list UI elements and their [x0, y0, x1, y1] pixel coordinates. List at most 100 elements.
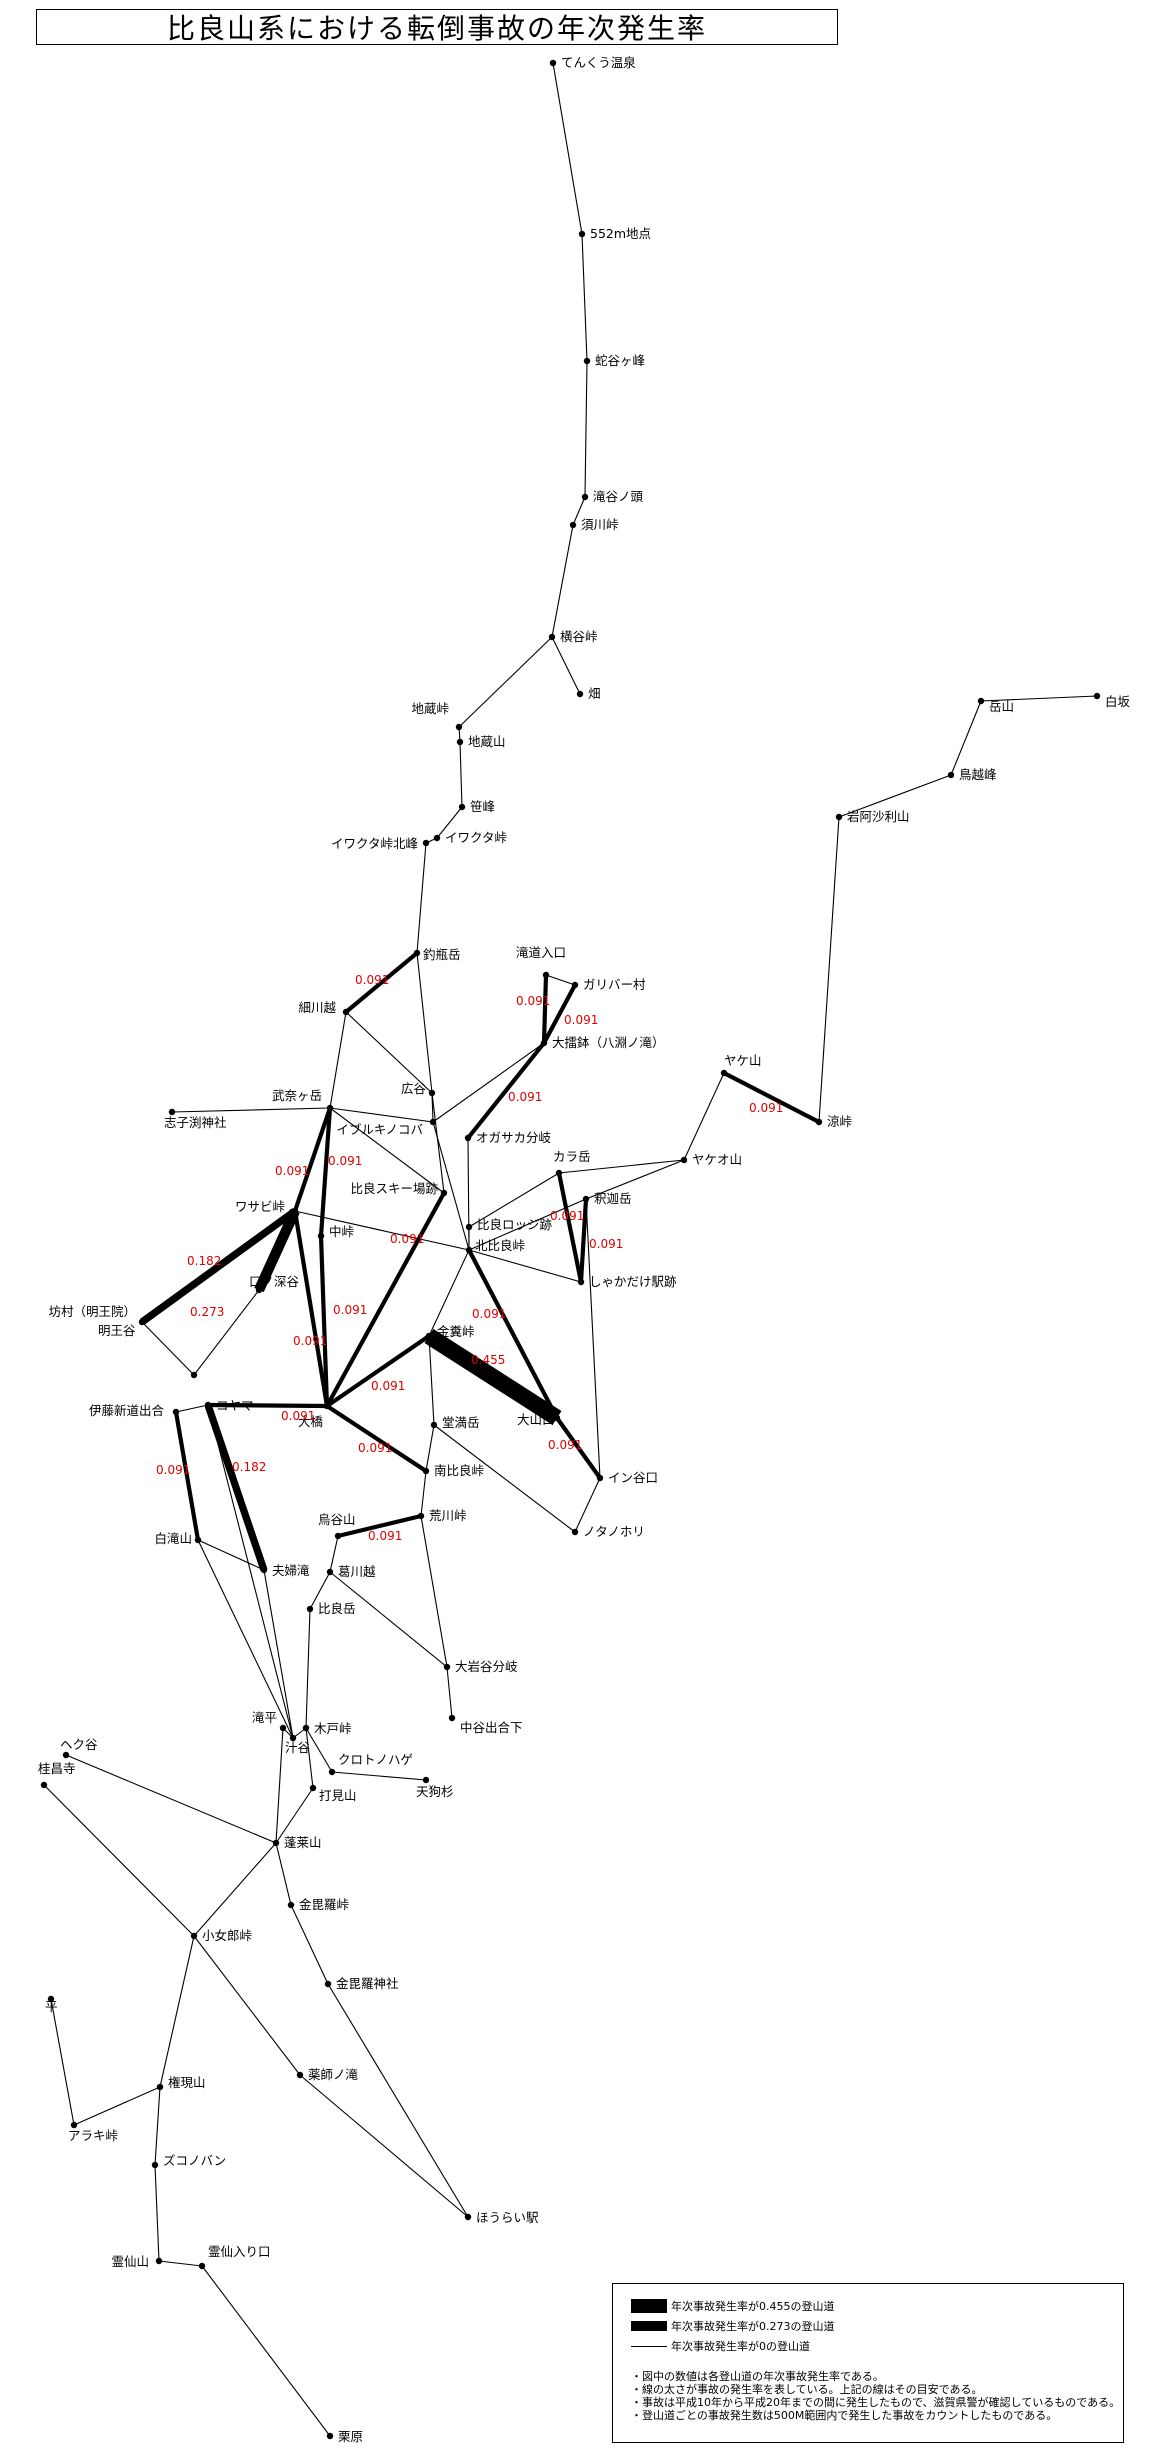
trail-edge-konpiratoge-konpirajinja — [290, 1904, 329, 1985]
node-dot-tenguse — [422, 1776, 430, 1784]
node-dot-torigoe — [947, 771, 955, 779]
node-label-kojorou: 小女郎峠 — [202, 1928, 252, 1943]
rate-label-tsurube-hosokawa: 0.091 — [355, 973, 389, 987]
node-dot-karadake — [555, 1169, 563, 1177]
trail-edge-buna-ibuki — [329, 1107, 434, 1123]
trail-edge-wasabi-kuchifuka — [254, 1208, 300, 1293]
trail-edge-zukopan-ryozensan — [154, 2164, 160, 2262]
rate-label-dainiwa-minamihira: 0.091 — [358, 1441, 392, 1455]
node-label-hiradake: 比良岳 — [318, 1601, 356, 1616]
trail-edge-jizoyama-sasamine — [459, 741, 463, 808]
node-label-takiyanokashira: 滝谷ノ頭 — [593, 489, 644, 504]
trail-edge-wasabi-kitahira — [294, 1210, 470, 1251]
trail-edge-toridani-kuzugawa — [329, 1535, 339, 1573]
trail-edge-bomura-myoo — [141, 1321, 195, 1376]
node-dot-dainiwa — [323, 1402, 331, 1410]
trail-edge-toridani-arakawatoge — [337, 1513, 422, 1539]
rate-label-buna-wasabi: 0.091 — [275, 1164, 309, 1178]
node-dot-inotaniguchi — [596, 1474, 604, 1482]
rate-label-oyamaguchi-inotaniguchi: 0.091 — [548, 1438, 582, 1452]
node-label-toridani: 烏谷山 — [318, 1512, 356, 1527]
node-dot-nakatoge — [317, 1232, 325, 1240]
node-dot-ogasaka — [464, 1134, 472, 1142]
trail-edge-dainiwa-minamihira — [325, 1404, 428, 1473]
trail-edge-yakeyama-yakeoyama — [683, 1072, 725, 1161]
trail-edge-torigoe-iwaasari — [838, 774, 952, 818]
node-dot-bomura — [138, 1318, 146, 1326]
node-dot-wasabi — [291, 1207, 299, 1215]
node-dot-shiratakiyama — [194, 1536, 202, 1544]
node-label-fufudaki: 夫婦滝 — [272, 1563, 310, 1578]
trail-edge-konpirajinja-horaieki — [327, 1983, 469, 2218]
node-dot-p552 — [578, 230, 586, 238]
trail-edge-iwakutakita-tsurube — [416, 842, 427, 954]
trail-edge-karadake-hiralodge — [468, 1172, 560, 1228]
rate-label-ohchi-ogasaka: 0.091 — [508, 1090, 542, 1104]
trail-edge-dakeyama-torigoe — [950, 700, 982, 776]
node-label-shiratakiyama: 白滝山 — [154, 1531, 192, 1546]
node-dot-gongen — [156, 2083, 164, 2091]
trail-edge-oiwaya-nakadani — [446, 1666, 453, 1719]
legend-line-swatch — [631, 2321, 667, 2331]
trail-edge-hiraski-dainiwa — [325, 1191, 446, 1408]
node-dot-fufudaki — [260, 1566, 268, 1574]
node-label-itofork: 伊藤新道出合 — [89, 1403, 165, 1418]
node-dot-hirotani — [428, 1089, 436, 1097]
trail-edge-hosokawa-buna — [329, 1011, 347, 1109]
trail-edge-horaisan-konpiratoge — [275, 1842, 292, 1906]
rate-label-itofork-shiratakiyama: 0.091 — [156, 1463, 190, 1477]
node-dot-yakushi — [296, 2071, 304, 2079]
trail-edge-yokotani-hata — [551, 636, 581, 695]
trail-edge-hosokawa-hirotani — [345, 1011, 433, 1094]
node-label-kurihara: 栗原 — [338, 2429, 363, 2444]
trail-edge-hebidani-takiyanokashira — [584, 360, 588, 498]
node-dot-kurotonohage — [328, 1768, 336, 1776]
node-dot-horaisan — [272, 1839, 280, 1847]
node-label-gulliver: ガリバー村 — [583, 977, 646, 992]
node-label-kinun: 金糞峠 — [437, 1324, 475, 1339]
node-label-shirasaka: 白坂 — [1105, 694, 1131, 709]
node-dot-ibuki — [429, 1118, 437, 1126]
trail-edge-kitahira-shakaeki — [468, 1249, 582, 1283]
node-label-inotaniguchi: イン谷口 — [608, 1470, 658, 1485]
trail-edge-wasabi-dainiwa — [292, 1210, 330, 1407]
trail-edge-gulliver-ohchi — [542, 984, 577, 1044]
node-label-shakaeki: しゃかだけ駅跡 — [589, 1274, 677, 1289]
legend-note: ・登山道ごとの事故発生数は500M範囲内で発生した事故をカウントしたものである。 — [631, 2409, 1058, 2422]
node-label-hekudani: ヘク谷 — [60, 1737, 98, 1752]
trail-edge-arakitoge-gongen — [73, 2086, 161, 2126]
node-dot-tenkura — [549, 59, 557, 67]
node-dot-jizoyama — [456, 738, 464, 746]
node-dot-yakeoyama — [680, 1156, 688, 1164]
diagram-title: 比良山系における転倒事故の年次発生率 — [36, 9, 838, 45]
node-label-takihira: 滝平 — [252, 1710, 277, 1725]
node-dot-kokoba — [204, 1401, 212, 1409]
node-label-sasamine: 笹峰 — [470, 799, 496, 814]
node-label-ogasaka: オガサカ分岐 — [476, 1130, 552, 1145]
node-label-yakeyama: ヤケ山 — [724, 1053, 762, 1068]
node-label-myoo: 明王谷 — [98, 1323, 136, 1338]
node-dot-myoo — [190, 1371, 198, 1379]
node-label-oyamaguchi: 大山口 — [517, 1412, 555, 1427]
legend-item-label: 年次事故発生率が0.273の登山道 — [671, 2320, 835, 2333]
node-label-kuzugawa: 葛川越 — [338, 1564, 376, 1579]
trail-edge-hekudani-horaisan — [65, 1754, 277, 1844]
trail-edge-shakadake-inotaniguchi — [585, 1198, 601, 1479]
node-label-yakushi: 薬師ノ滝 — [308, 2067, 359, 2082]
trail-edge-horaisan-kojorou — [193, 1842, 277, 1937]
trail-edge-dakeyama-shirasaka — [980, 695, 1098, 702]
trail-edge-tsurube-hirotani — [416, 952, 433, 1094]
rate-labels: 0.0910.0910.0910.0910.0910.0910.0910.091… — [156, 973, 783, 1543]
trail-edge-kidotoge-kurotonohage — [305, 1727, 333, 1773]
node-dot-uchimiyama — [309, 1784, 317, 1792]
node-dot-kurihara — [326, 2432, 334, 2440]
legend-item: 年次事故発生率が0の登山道 — [631, 2336, 1105, 2356]
node-label-jizotoge: 地蔵峠 — [411, 701, 449, 716]
node-label-uchimiyama: 打見山 — [319, 1788, 357, 1803]
node-dot-iwakutakita — [422, 839, 430, 847]
node-dot-kinun — [425, 1332, 433, 1340]
trail-edge-kuzugawa-oiwaya — [329, 1571, 448, 1668]
node-label-wasabi: ワサビ峠 — [235, 1199, 285, 1214]
trail-edge-kinun-dainiwa — [325, 1334, 431, 1408]
